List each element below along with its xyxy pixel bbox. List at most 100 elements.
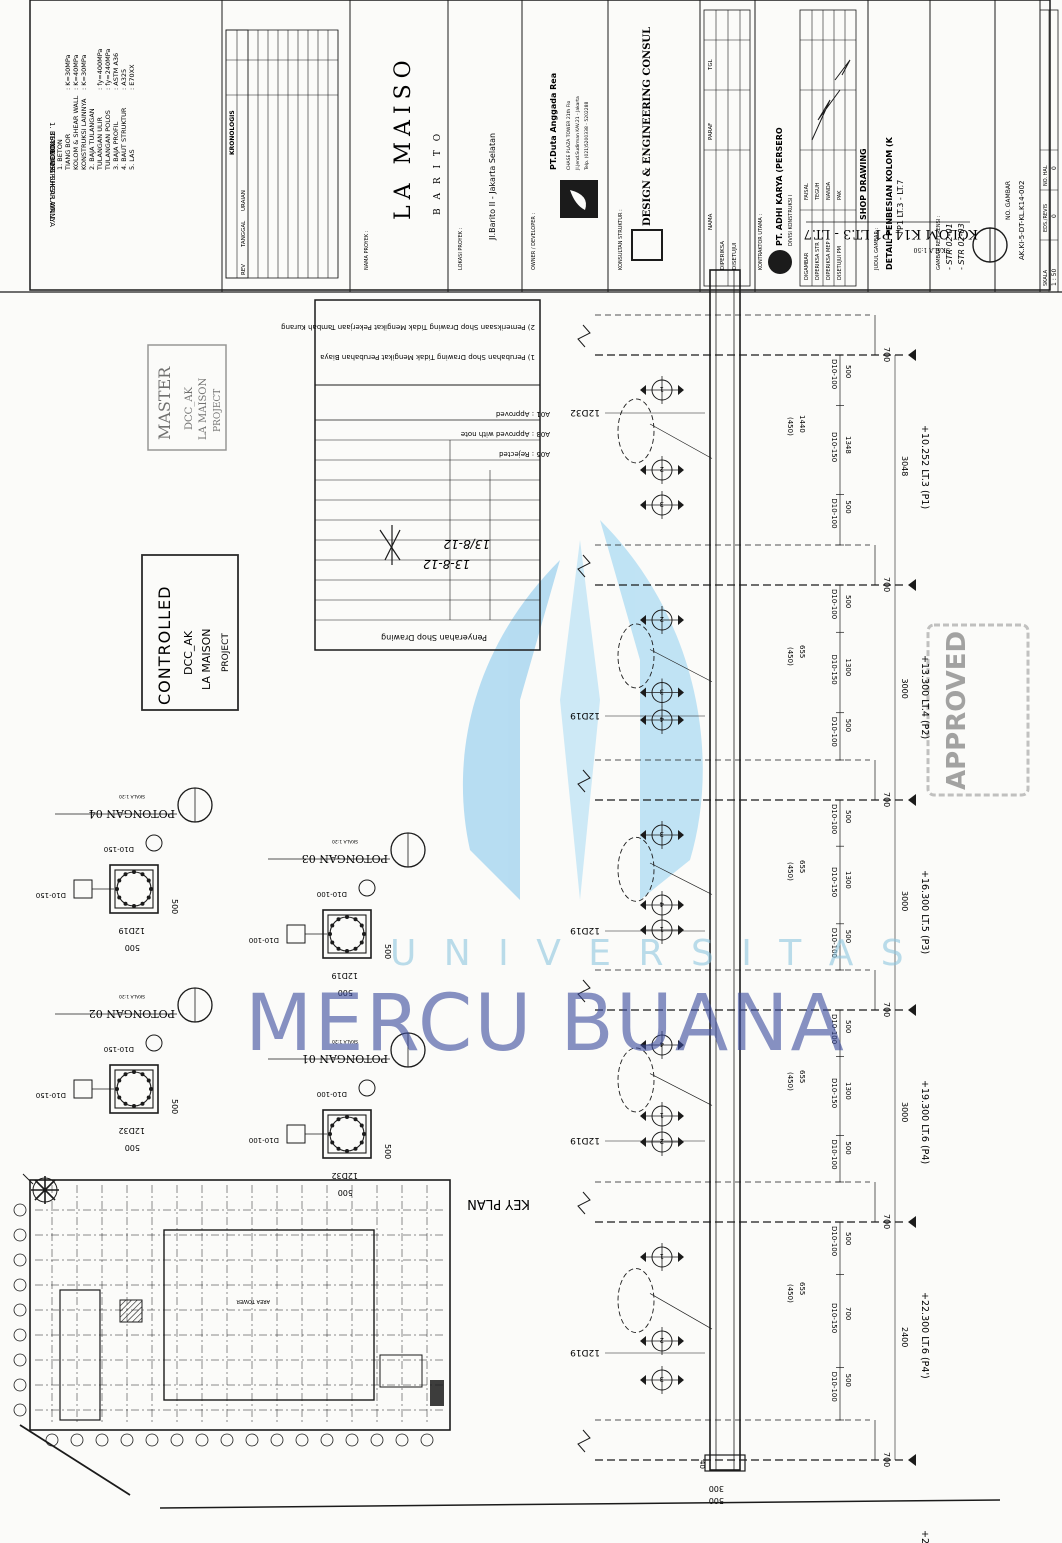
note-4: 2. BAJA TULANGAN xyxy=(88,108,96,170)
tie-label-2: D10-150 xyxy=(36,891,66,899)
grid-bubble-icon xyxy=(170,1433,184,1447)
tie-zone-top: D10-100 xyxy=(830,804,838,834)
dim-zone-top: 500 xyxy=(844,810,852,823)
owner-name: PT.Duta Anggada Rea xyxy=(549,73,558,170)
note-val-7: : E70XX xyxy=(128,64,136,90)
edisi-label: EDS./REVIS xyxy=(1043,204,1049,232)
lap-length: 655 xyxy=(798,645,806,658)
tgl-header: TGL xyxy=(708,58,714,71)
dim-zone-top: 500 xyxy=(844,595,852,608)
approval-date-1: 13-8-12 xyxy=(423,557,470,571)
key-plan-area: AREA TOWER xyxy=(236,1298,270,1304)
section-mark-number: 2 xyxy=(660,1137,664,1145)
owner-label: OWNER / DEVELOPER : xyxy=(531,213,537,270)
tie-label-2: D10-100 xyxy=(249,1136,279,1144)
consultant-logo xyxy=(631,229,663,261)
tie-label-2: D10-150 xyxy=(36,1091,66,1099)
break-icon xyxy=(577,554,591,578)
lap-callout xyxy=(617,1268,655,1333)
section-mark-number: 1 xyxy=(660,1252,664,1260)
rebar-dot xyxy=(345,1115,349,1119)
bar-label: 12D19 xyxy=(570,1135,600,1145)
rebar-dot xyxy=(117,895,122,900)
disetujui-label: DISETUJUI xyxy=(732,242,738,270)
bar-label: 12D19 xyxy=(570,710,600,720)
base-dim-40: 40 xyxy=(698,1460,706,1469)
tanggal-label: TANGGAL xyxy=(241,220,247,248)
disetujui-pm-label: DISETUJUI PM xyxy=(837,246,843,280)
lap-leader xyxy=(649,862,713,895)
rev-label: REV xyxy=(241,264,247,275)
section-mark-number: 3 xyxy=(660,830,664,838)
lap-length: 1440 xyxy=(798,415,806,433)
column-outline xyxy=(709,269,741,1471)
section-mark-icon: 1 xyxy=(640,376,684,404)
rebar-dot xyxy=(336,1117,341,1122)
kontraktor-block: KONTRAKTOR UTAMA : PT. ADHI KARYA (PERSE… xyxy=(758,9,868,287)
section-mark-icon: 4 xyxy=(640,891,684,919)
section-bar-label: 12D32 xyxy=(118,1126,145,1135)
section-mark-icon: 4 xyxy=(640,706,684,734)
rebar-dot xyxy=(149,1087,153,1091)
column-base xyxy=(704,1454,746,1472)
grid-bubble-icon xyxy=(145,1433,159,1447)
section-mark-number: 1 xyxy=(660,925,664,933)
uraian-label: URAIAN xyxy=(241,190,247,211)
paraf-header: PARAF xyxy=(708,123,714,140)
rebar-dot xyxy=(132,904,136,908)
rebar-dot xyxy=(123,901,128,906)
note-3: KOLOM & SHEAR WALL xyxy=(48,141,56,221)
skala-block: SKALA EDS./REVIS NO. HAL 1 : 50 0 0 xyxy=(1039,9,1059,293)
lap-paren: (450) xyxy=(786,647,794,666)
signer-3: NANDA xyxy=(826,181,832,200)
rebar-dot xyxy=(140,872,145,877)
bar-label: 12D19 xyxy=(570,925,600,935)
watermark-text: U N I V E R S I T A S MERCU BUANA xyxy=(245,933,904,1069)
controlled-stamp: CONTROLLED DCC_AK LA MAISON PROJECT xyxy=(141,554,239,711)
rebar-dot xyxy=(132,870,136,874)
rebar-dot xyxy=(132,1070,136,1074)
section-scale: SKALA 1:20 xyxy=(332,838,358,844)
dim-zone-bot: 500 xyxy=(844,500,852,513)
grid-bubble-icon xyxy=(370,1433,384,1447)
grid-bubble-icon xyxy=(70,1433,84,1447)
rebar-dot xyxy=(336,917,341,922)
grid-bubble-icon xyxy=(295,1433,309,1447)
grid-bubble-icon xyxy=(270,1433,284,1447)
consultant-block: KONSULTAN STRUKTUR : DESIGN & ENGINEERIN… xyxy=(618,27,663,270)
dim-zone-mid: 1300 xyxy=(844,871,852,889)
height-dim: 3000 xyxy=(900,891,909,911)
acuan-1: - STR 02-01 xyxy=(945,223,954,270)
note-1: 1. BETON xyxy=(48,122,56,155)
height-dim: 3000 xyxy=(900,679,909,699)
dim-zone-bot: 500 xyxy=(844,719,852,732)
note-4: KONSTRUKSI LAINNYA xyxy=(48,150,56,227)
rebar-dot xyxy=(117,1078,122,1083)
lap-leader xyxy=(649,1073,713,1106)
section-scale: SKALA 1:20 xyxy=(119,993,145,999)
rebar-dot xyxy=(117,1095,122,1100)
watermark-line2: MERCU BUANA xyxy=(245,979,846,1069)
bar-label: 12D32 xyxy=(570,407,600,417)
consultant-name: DESIGN & ENGINEERING CONSUL xyxy=(642,27,653,226)
section-mark-icon: 4 xyxy=(640,1031,684,1059)
break-icon xyxy=(577,769,591,793)
section-mark-number: 2 xyxy=(660,1336,664,1344)
acuan-2: - STR 02-03 xyxy=(957,223,966,270)
beam-dim: 700 xyxy=(882,577,891,592)
level-marker-icon xyxy=(908,1216,916,1228)
tie-callout-box-icon xyxy=(73,879,93,899)
tie-callout-box-icon xyxy=(286,924,306,944)
section-mark-icon: 3 xyxy=(640,821,684,849)
lap-paren: (450) xyxy=(786,1072,794,1091)
skala-label: SKALA xyxy=(1043,269,1049,286)
rebar-dot xyxy=(336,946,341,951)
section-spiral xyxy=(116,1071,152,1107)
note-2: TIANG BOR xyxy=(48,131,56,171)
rebar-dot xyxy=(359,923,364,928)
lap-paren: (450) xyxy=(786,862,794,881)
grid-bubble-icon xyxy=(395,1433,409,1447)
beam-dim: 700 xyxy=(882,1214,891,1229)
rebar-dot xyxy=(146,895,151,900)
